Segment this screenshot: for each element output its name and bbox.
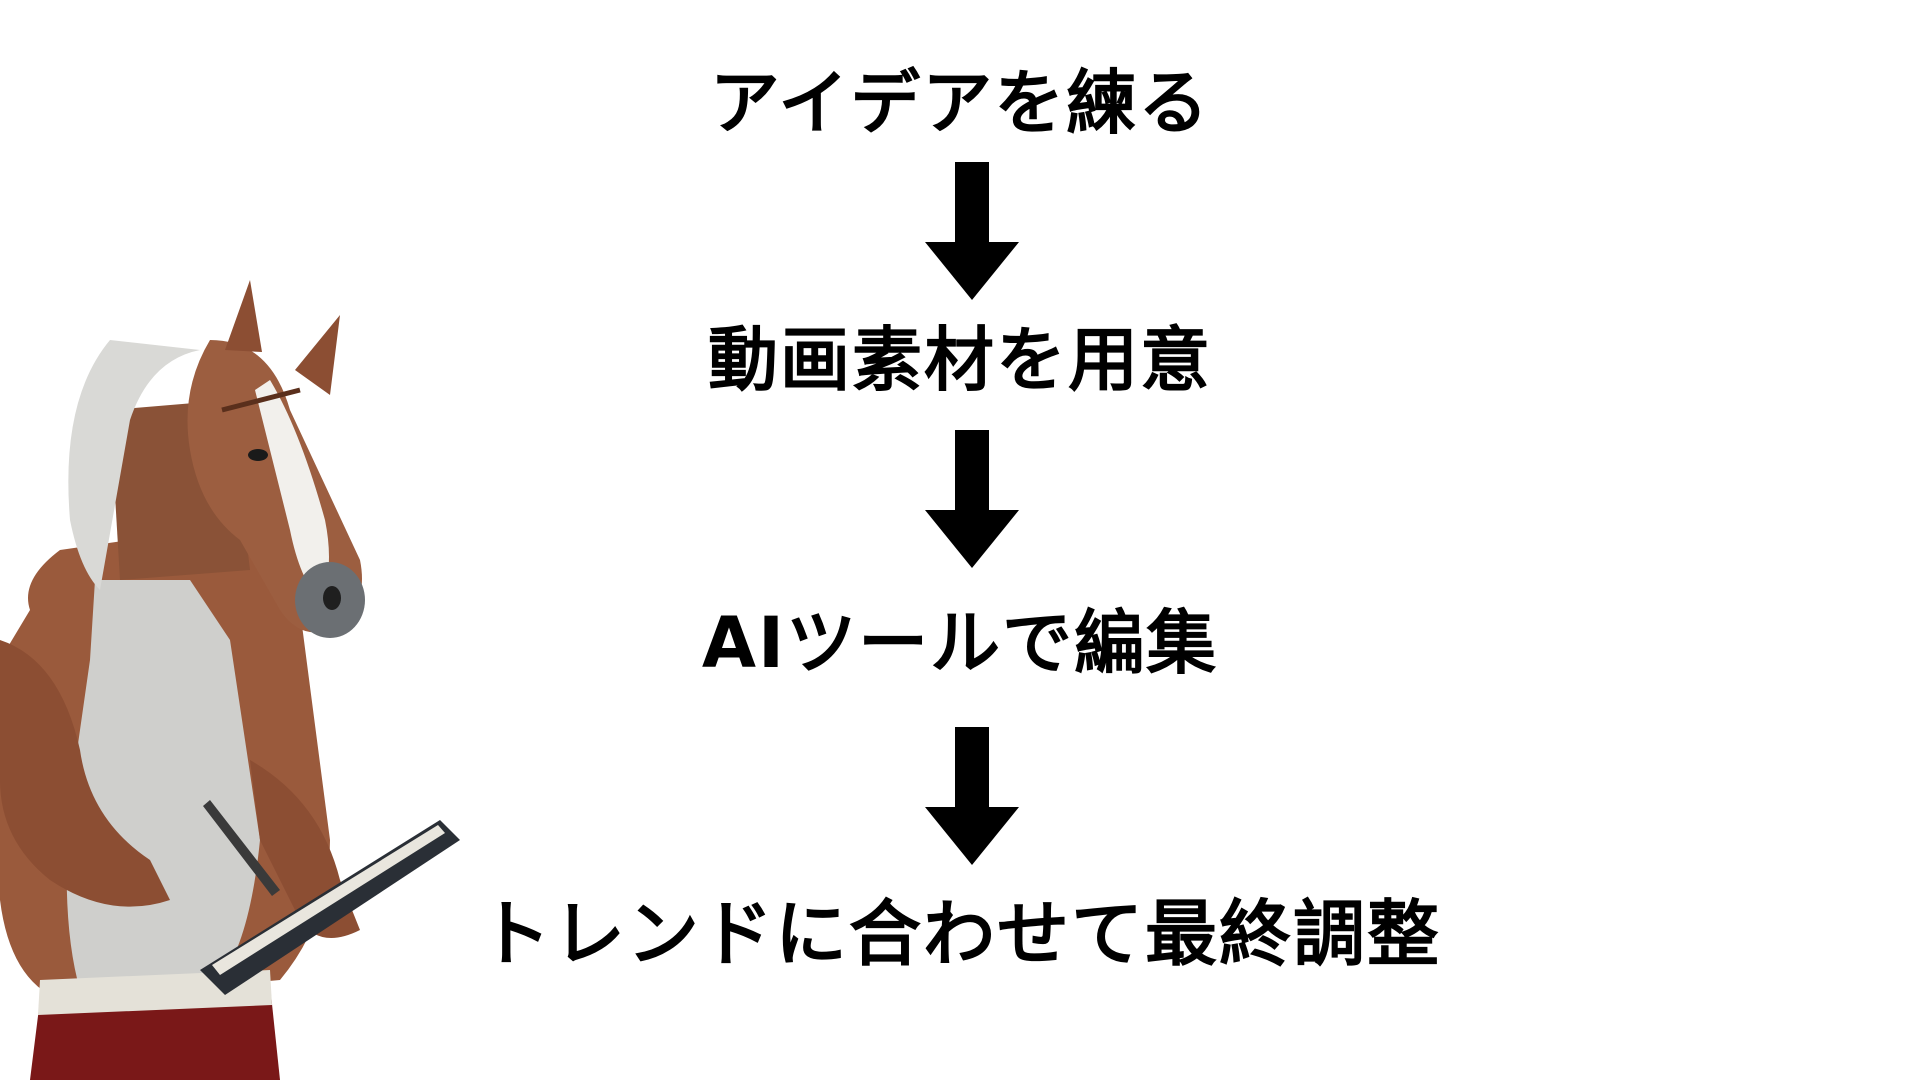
notebook-pages <box>212 825 445 975</box>
flow-step-4: トレンドに合わせて最終調整 <box>478 892 1441 976</box>
flow-step-1: アイデアを練る <box>709 62 1211 144</box>
mascot-blaze <box>255 380 329 600</box>
down-arrow-icon <box>925 430 1019 568</box>
mascot-arm <box>0 640 170 907</box>
horse-mascot-illustration <box>0 280 460 1080</box>
mascot-mane <box>68 340 200 590</box>
mascot-eye <box>248 449 268 461</box>
mascot-nostril <box>323 586 341 610</box>
down-arrow-icon <box>925 727 1019 865</box>
down-arrow-icon <box>925 162 1019 300</box>
mascot-ear-right <box>295 315 340 395</box>
flow-step-3: AIツールで編集 <box>701 602 1219 684</box>
pen-icon <box>203 800 280 896</box>
flow-step-2: 動画素材を用意 <box>708 319 1212 401</box>
mascot-ear-left <box>225 280 262 352</box>
mascot-bridle <box>221 387 301 413</box>
